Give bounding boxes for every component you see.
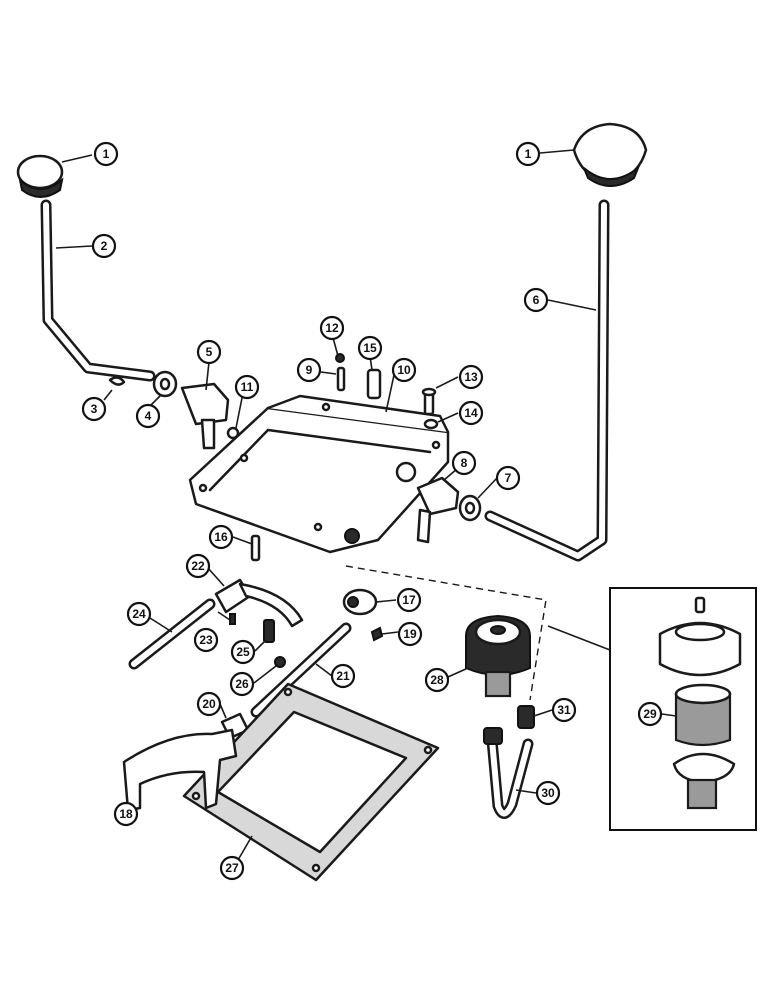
svg-text:29: 29 bbox=[643, 707, 657, 721]
callout-20: 20 bbox=[196, 691, 222, 717]
svg-text:23: 23 bbox=[199, 633, 213, 647]
cap-screw bbox=[421, 387, 437, 416]
callout-9: 9 bbox=[296, 357, 322, 383]
svg-text:20: 20 bbox=[202, 697, 216, 711]
callout-17: 17 bbox=[396, 587, 422, 613]
roll-pin bbox=[250, 534, 261, 562]
callout-12: 12 bbox=[319, 315, 345, 341]
svg-text:4: 4 bbox=[145, 409, 152, 423]
callout-7: 7 bbox=[495, 465, 521, 491]
callout-2: 2 bbox=[91, 233, 117, 259]
svg-text:1: 1 bbox=[103, 147, 110, 161]
washer-right bbox=[458, 494, 482, 522]
plug bbox=[226, 426, 240, 440]
shift-knob-left bbox=[16, 154, 64, 198]
svg-text:26: 26 bbox=[235, 677, 249, 691]
callout-28: 28 bbox=[424, 667, 450, 693]
svg-text:31: 31 bbox=[557, 703, 571, 717]
detent-spring bbox=[263, 619, 275, 643]
svg-text:5: 5 bbox=[206, 345, 213, 359]
svg-text:8: 8 bbox=[461, 456, 468, 470]
callout-1-left: 1 bbox=[93, 141, 119, 167]
svg-text:27: 27 bbox=[225, 861, 239, 875]
svg-text:19: 19 bbox=[403, 627, 417, 641]
svg-text:12: 12 bbox=[325, 321, 339, 335]
svg-text:24: 24 bbox=[132, 607, 146, 621]
callout-15: 15 bbox=[357, 335, 383, 361]
callout-6: 6 bbox=[523, 287, 549, 313]
svg-text:14: 14 bbox=[464, 406, 478, 420]
inset-panel bbox=[547, 587, 757, 831]
svg-text:9: 9 bbox=[306, 363, 313, 377]
dowel-pin bbox=[336, 366, 346, 392]
svg-text:21: 21 bbox=[336, 669, 350, 683]
svg-text:7: 7 bbox=[505, 471, 512, 485]
shift-fork bbox=[122, 728, 238, 812]
lever-arm-right bbox=[416, 476, 460, 544]
callout-29: 29 bbox=[637, 701, 663, 727]
shift-lever-left bbox=[40, 199, 156, 382]
callout-11: 11 bbox=[234, 374, 260, 400]
callout-16: 16 bbox=[208, 524, 234, 550]
shift-rail-long bbox=[128, 598, 216, 670]
callout-14: 14 bbox=[458, 400, 484, 426]
lock-washer bbox=[423, 418, 439, 430]
spring bbox=[366, 368, 382, 400]
svg-text:11: 11 bbox=[241, 380, 254, 394]
shift-rail-short bbox=[250, 622, 352, 718]
svg-text:25: 25 bbox=[236, 645, 250, 659]
svg-text:3: 3 bbox=[91, 402, 98, 416]
cotter-pin bbox=[108, 376, 126, 386]
callout-5: 5 bbox=[196, 339, 222, 365]
svg-text:16: 16 bbox=[214, 530, 228, 544]
callout-1-right: 1 bbox=[515, 141, 541, 167]
svg-text:30: 30 bbox=[541, 786, 555, 800]
breather-cap bbox=[465, 614, 531, 698]
callout-21: 21 bbox=[330, 663, 356, 689]
svg-text:6: 6 bbox=[533, 293, 540, 307]
assembly-line bbox=[345, 565, 547, 701]
lever-arm-left bbox=[180, 382, 230, 450]
callout-25: 25 bbox=[230, 639, 256, 665]
washer-left bbox=[152, 370, 178, 398]
callout-31: 31 bbox=[551, 697, 577, 723]
callout-13: 13 bbox=[458, 364, 484, 390]
svg-text:2: 2 bbox=[101, 239, 108, 253]
shift-lever-right bbox=[484, 199, 610, 562]
shifter-cover-housing bbox=[188, 394, 450, 554]
callout-24: 24 bbox=[126, 601, 152, 627]
callout-22: 22 bbox=[185, 553, 211, 579]
set-screw bbox=[229, 613, 236, 625]
shift-block bbox=[214, 578, 304, 628]
callout-10: 10 bbox=[391, 357, 417, 383]
callout-23: 23 bbox=[193, 627, 219, 653]
callout-3: 3 bbox=[81, 396, 107, 422]
shift-knob-right bbox=[572, 122, 648, 187]
callout-18: 18 bbox=[113, 801, 139, 827]
callout-26: 26 bbox=[229, 671, 255, 697]
svg-text:1: 1 bbox=[525, 147, 532, 161]
svg-text:28: 28 bbox=[430, 673, 444, 687]
detent-ball bbox=[274, 656, 286, 668]
shift-collar bbox=[342, 588, 378, 616]
svg-text:13: 13 bbox=[464, 370, 478, 384]
cover-gasket bbox=[182, 682, 440, 882]
callout-4: 4 bbox=[135, 403, 161, 429]
svg-text:10: 10 bbox=[397, 363, 411, 377]
pipe-fitting bbox=[517, 705, 535, 729]
callout-8: 8 bbox=[451, 450, 477, 476]
svg-text:17: 17 bbox=[402, 593, 416, 607]
svg-text:18: 18 bbox=[119, 807, 133, 821]
lock-screw bbox=[370, 626, 384, 642]
callout-27: 27 bbox=[219, 855, 245, 881]
breather-tube bbox=[483, 727, 534, 819]
svg-text:22: 22 bbox=[191, 559, 205, 573]
callout-30: 30 bbox=[535, 780, 561, 806]
callout-19: 19 bbox=[397, 621, 423, 647]
svg-text:15: 15 bbox=[363, 341, 377, 355]
leader-lines bbox=[55, 149, 677, 861]
